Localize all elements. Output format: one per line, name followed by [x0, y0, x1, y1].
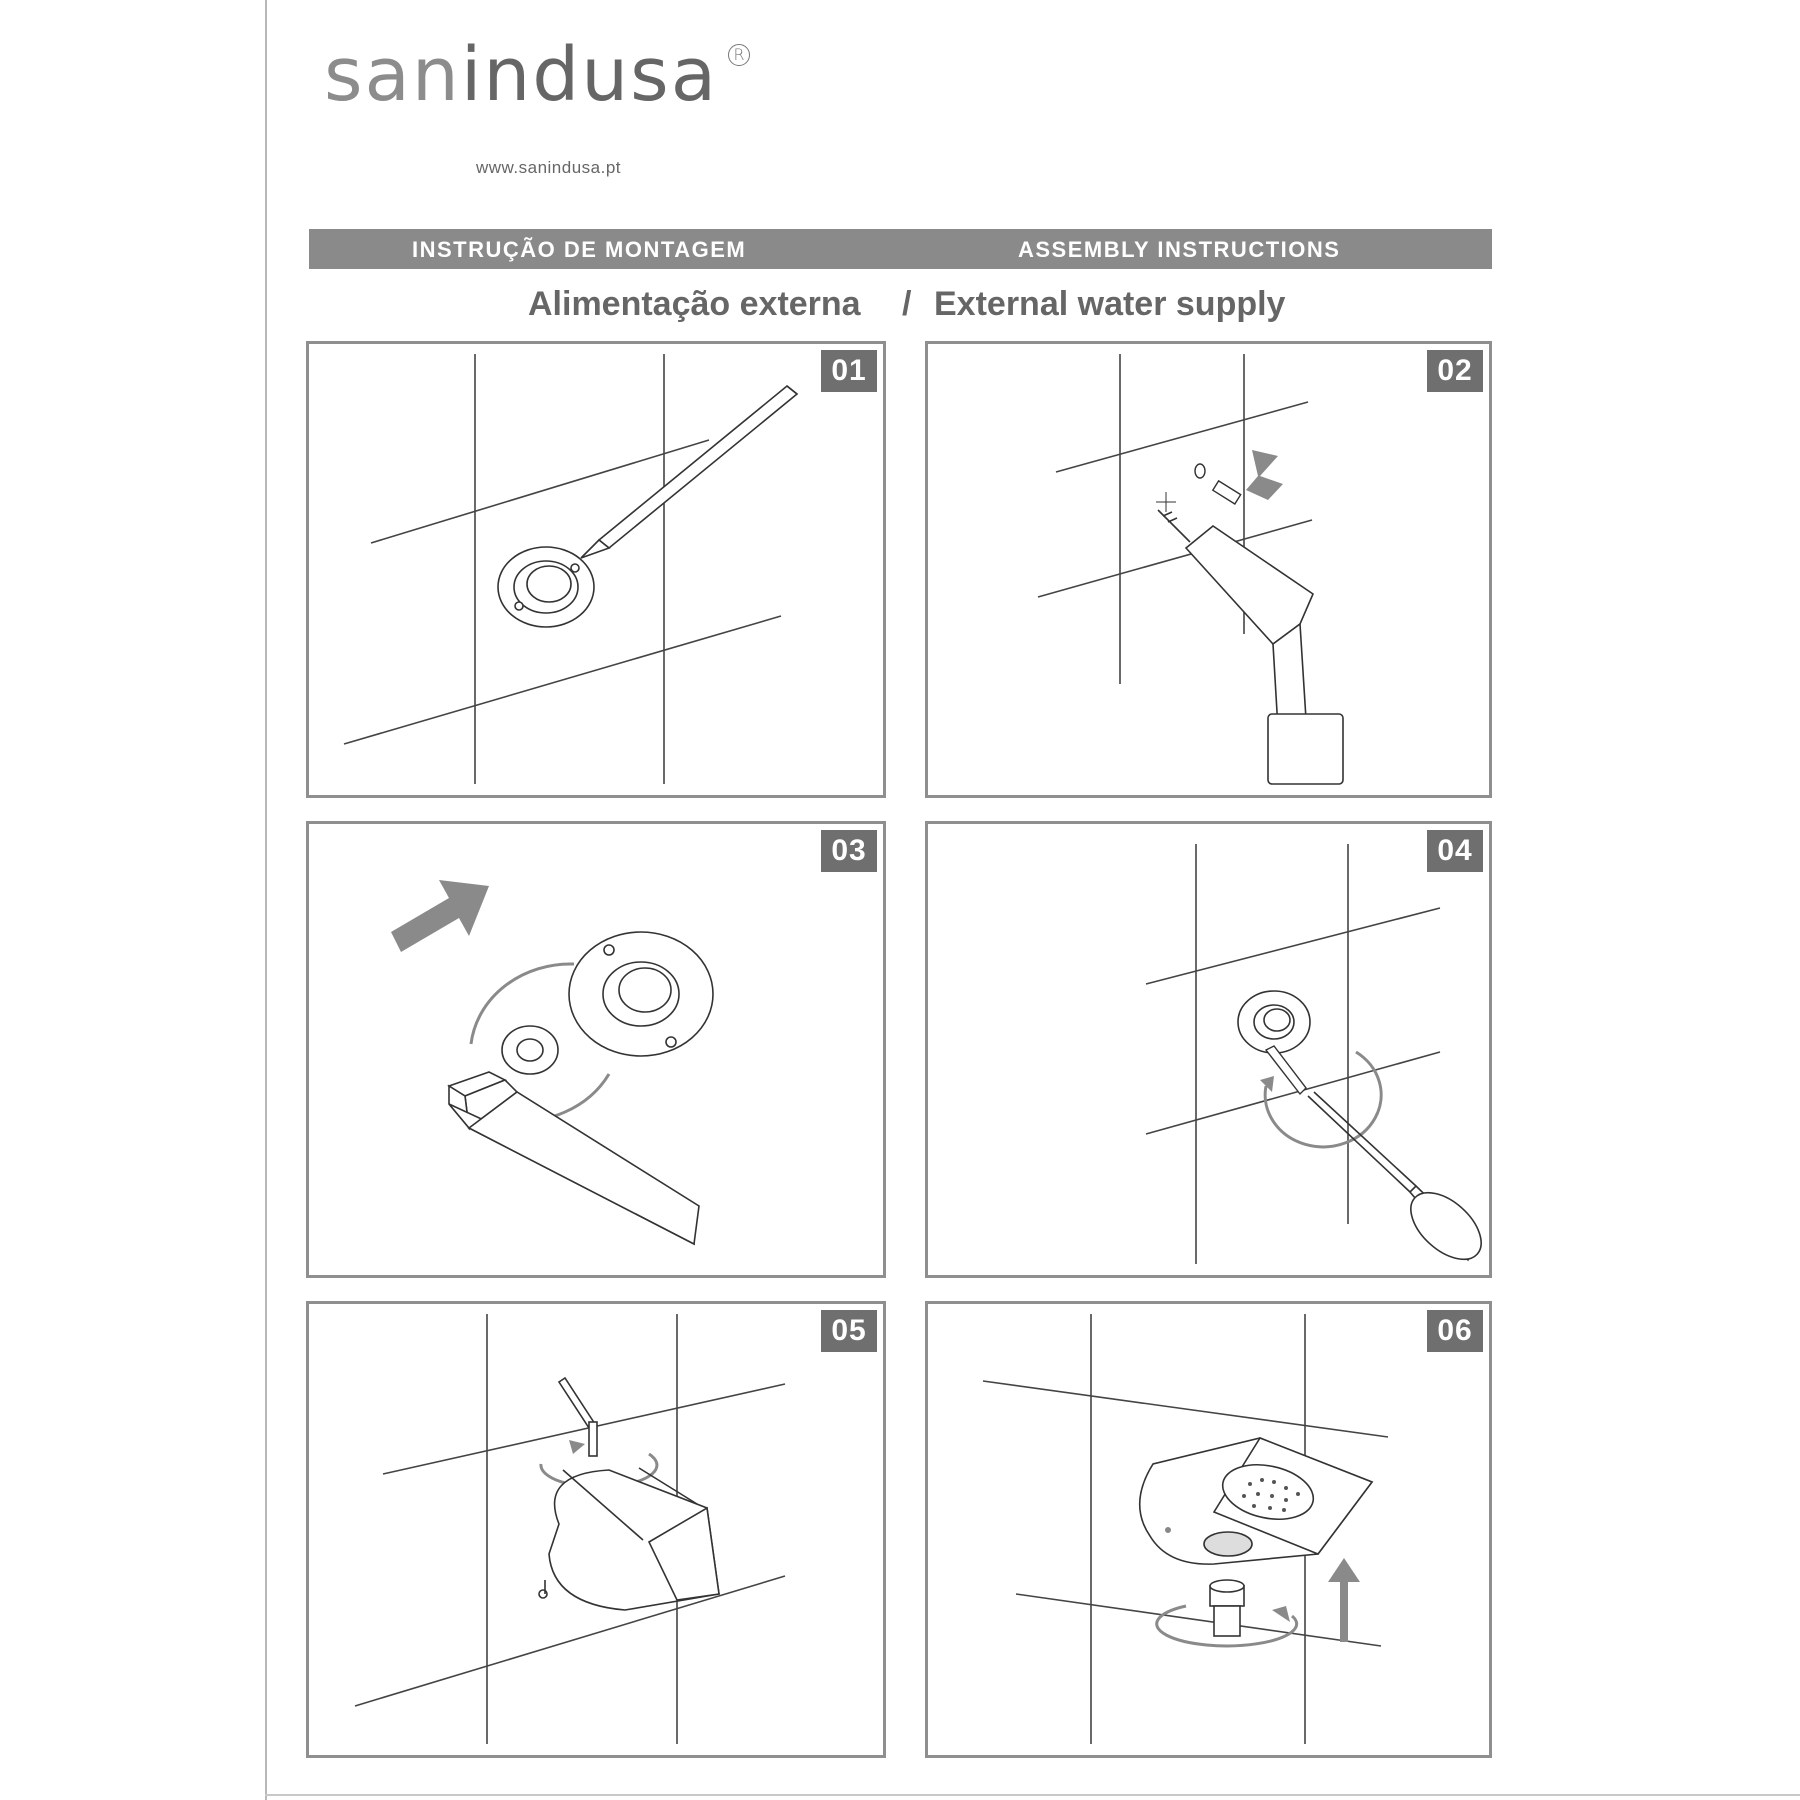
rotation-arrow-icon — [1155, 1604, 1299, 1648]
step-panel-05: 05 — [306, 1301, 886, 1758]
step-02-illustration — [1037, 354, 1344, 785]
push-up-arrow-icon — [1328, 1558, 1360, 1642]
shower-head-icon — [1138, 1437, 1374, 1565]
step-number-badge: 03 — [821, 830, 877, 872]
push-arrow-icon — [391, 880, 489, 952]
brand-logo-part-1: san — [324, 32, 461, 118]
section-banner: INSTRUÇÃO DE MONTAGEM ASSEMBLY INSTRUCTI… — [309, 229, 1492, 269]
wall-plug-icon — [1194, 463, 1242, 505]
rotation-arrow-icon — [469, 962, 575, 1045]
step-05-illustration — [354, 1314, 786, 1744]
step-number-badge: 02 — [1427, 350, 1483, 392]
wall-flange-icon — [568, 931, 714, 1057]
screwdriver-icon — [1307, 1091, 1482, 1262]
step-number-badge: 05 — [821, 1310, 877, 1352]
step-panel-06: 06 — [925, 1301, 1492, 1758]
drill-icon — [1157, 509, 1344, 785]
step-03-illustration — [391, 880, 714, 1246]
page-bottom-edge — [265, 1794, 1800, 1796]
wall-flange-icon — [497, 546, 595, 628]
connector-icon — [1209, 1579, 1245, 1637]
subtitle-separator: / — [902, 285, 912, 323]
step-01-illustration — [343, 354, 799, 784]
nut-icon — [501, 1025, 559, 1075]
step-number-badge: 06 — [1427, 1310, 1483, 1352]
rotation-arrow-icon — [1263, 1050, 1383, 1149]
step-panel-01: 01 — [306, 341, 886, 798]
spout-icon — [538, 1467, 720, 1611]
banner-label-en: ASSEMBLY INSTRUCTIONS — [1018, 237, 1341, 262]
subtitle-en: External water supply — [934, 285, 1286, 323]
allen-key-icon — [557, 1376, 598, 1457]
brand-logo-part-2: indusa — [460, 32, 719, 118]
page-left-edge — [265, 0, 267, 1800]
step-number-badge: 01 — [821, 350, 877, 392]
step-panel-02: 02 — [925, 341, 1492, 798]
allen-key-icon — [447, 1071, 700, 1246]
wall-flange-icon — [1237, 990, 1311, 1054]
step-panel-03: 03 — [306, 821, 886, 1278]
step-number-badge: 04 — [1427, 830, 1483, 872]
screw-icon — [1264, 1045, 1307, 1096]
registered-mark-icon: R — [728, 44, 751, 66]
website-url: www.sanindusa.pt — [476, 158, 622, 177]
step-04-illustration — [1145, 844, 1482, 1264]
drill-target-mark-icon — [1156, 492, 1176, 512]
step-06-illustration — [982, 1314, 1389, 1744]
push-arrow-icon — [1246, 450, 1283, 500]
step-panel-04: 04 — [925, 821, 1492, 1278]
pencil-icon — [580, 384, 799, 559]
subtitle-pt: Alimentação externa — [528, 285, 861, 323]
brand-logo: sanindusa R — [324, 38, 751, 112]
banner-label-pt: INSTRUÇÃO DE MONTAGEM — [412, 237, 747, 262]
